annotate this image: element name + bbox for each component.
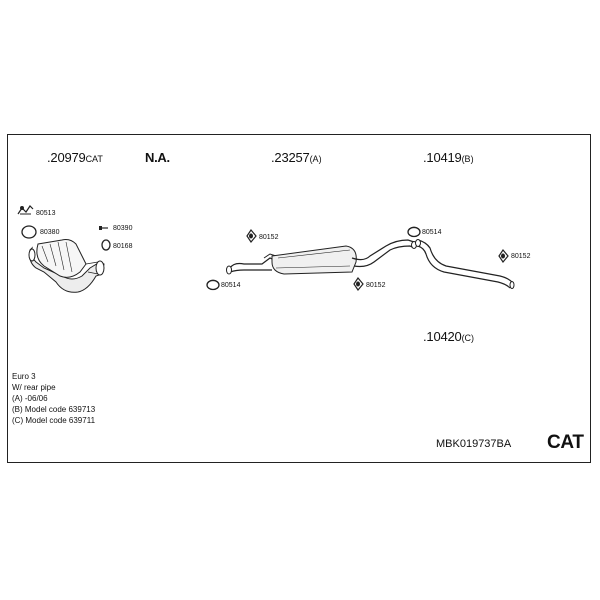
rubber-mount-icon — [353, 276, 364, 292]
note-line: (C) Model code 639711 — [12, 416, 96, 425]
part-number-rear-pipe-alt: .10420(C) — [423, 329, 475, 344]
catalytic-converter-icon — [28, 239, 105, 293]
not-available-label: N.A. — [145, 150, 170, 165]
kit-code: MBK019737BA — [436, 438, 512, 450]
label-ring-front: 80514 — [221, 282, 241, 289]
part-number-catalyst: .20979CAT — [47, 150, 103, 165]
label-clamp: 80168 — [113, 243, 133, 250]
rubber-mount-icon — [246, 228, 257, 244]
note-line: (A) -06/06 — [12, 394, 48, 403]
middle-silencer-icon — [226, 239, 417, 275]
diagram-frame — [7, 134, 591, 463]
part-number-rear-pipe: .10419(B) — [423, 150, 474, 165]
sealing-ring-icon — [407, 226, 421, 238]
label-mount-front: 80152 — [259, 234, 279, 241]
label-bolt: 80390 — [113, 225, 133, 232]
bracket-icon — [17, 205, 34, 215]
note-line: Euro 3 — [12, 372, 36, 381]
label-gasket-ring: 80380 — [40, 229, 60, 236]
label-ring-rear: 80514 — [422, 229, 442, 236]
note-line: (B) Model code 639713 — [12, 405, 96, 414]
note-line: W/ rear pipe — [12, 383, 56, 392]
gasket-ring-icon — [21, 225, 37, 239]
kit-type: CAT — [547, 432, 584, 453]
rubber-mount-icon — [498, 248, 509, 264]
label-mount-rear: 80152 — [511, 253, 531, 260]
part-number-middle-silencer: .23257(A) — [271, 150, 322, 165]
label-bracket: 80513 — [36, 210, 56, 217]
sealing-ring-icon — [206, 279, 220, 291]
rear-pipe-icon — [415, 239, 515, 289]
label-mount-mid: 80152 — [366, 282, 386, 289]
notes-block: Euro 3 W/ rear pipe (A) -06/06 (B) Model… — [12, 371, 95, 426]
clamp-icon — [101, 239, 111, 251]
bolt-icon — [99, 226, 108, 230]
